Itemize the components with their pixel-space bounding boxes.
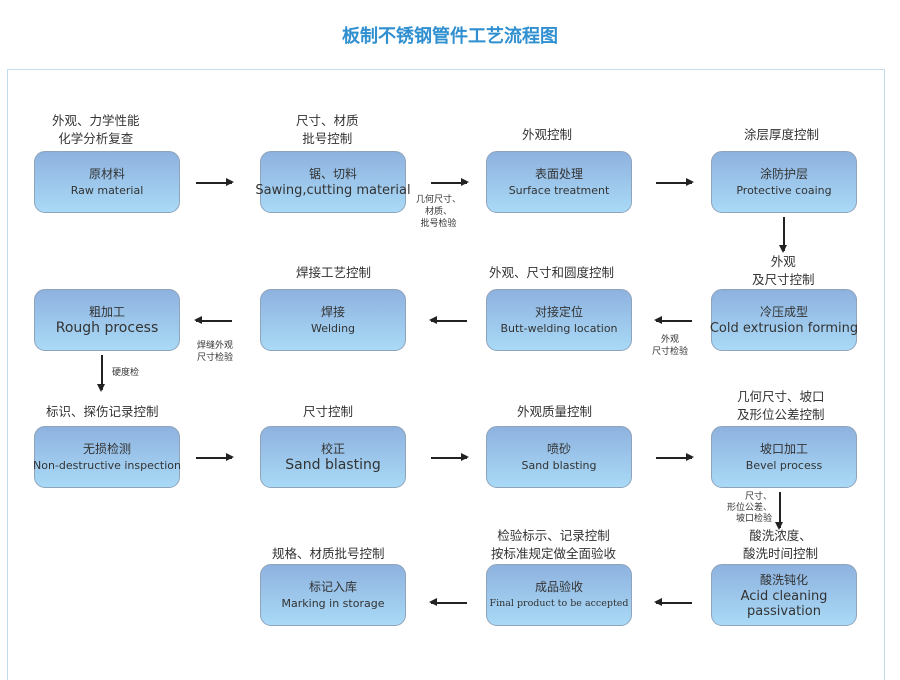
step-sawing: 锯、切料 Sawing,cutting material (255, 151, 411, 213)
step-en: Welding (310, 322, 356, 335)
step-zh: 对接定位 (534, 305, 583, 319)
arrow-right (656, 179, 694, 185)
step-en: Sand blasting (285, 457, 381, 473)
step-zh: 酸洗钝化 (759, 572, 808, 587)
control-label: 检验标示、记录控制 按标准规定做全面验收 (491, 528, 617, 561)
arrow-left (429, 317, 467, 323)
step-surface-treatment: 表面处理 Surface treatment (486, 151, 632, 213)
step-zh: 焊接 (320, 305, 345, 319)
control-label: 外观质量控制 (517, 404, 593, 419)
step-zh: 成品验收 (534, 580, 583, 594)
step-en: Butt-welding location (500, 322, 618, 335)
arrow-left (194, 317, 232, 323)
step-final-acceptance: 成品验收 Final product to be accepted (486, 564, 632, 626)
inspection-note: 尺寸、 形位公差、 坡口检验 (727, 492, 773, 524)
inspection-note: 外观 尺寸检验 (652, 335, 689, 357)
control-label: 几何尺寸、坡口 及形位公差控制 (737, 389, 825, 422)
step-zh: 冷压成型 (759, 305, 808, 319)
arrow-right (656, 454, 694, 460)
diagram-frame (7, 69, 885, 680)
arrow-right (196, 454, 234, 460)
step-zh: 表面处理 (534, 167, 583, 181)
control-label: 外观控制 (522, 127, 573, 142)
step-sand-blasting: 喷砂 Sand blasting (486, 426, 632, 488)
control-label: 标识、探伤记录控制 (46, 404, 159, 419)
step-en: Protective coaing (736, 184, 832, 197)
step-zh: 坡口加工 (759, 442, 808, 456)
control-label: 焊接工艺控制 (296, 265, 372, 280)
step-butt-welding: 对接定位 Butt-welding location (486, 289, 632, 351)
control-label: 外观、力学性能 化学分析复查 (52, 113, 140, 146)
step-en: Acid cleaning passivation (740, 588, 828, 619)
arrow-right (431, 454, 469, 460)
arrow-right (431, 179, 469, 185)
page-title: 板制不锈钢管件工艺流程图 (342, 26, 558, 47)
step-cold-extrusion: 冷压成型 Cold extrusion forming (709, 289, 859, 351)
arrow-down (98, 355, 104, 392)
control-label: 尺寸、材质 批号控制 (296, 113, 359, 146)
step-protective-coating: 涂防护层 Protective coaing (711, 151, 857, 213)
control-label: 规格、材质批号控制 (272, 546, 385, 561)
step-zh: 校正 (320, 442, 345, 456)
step-en: Raw material (70, 184, 144, 197)
step-zh: 原材料 (88, 167, 125, 181)
inspection-note: 几何尺寸、 材质、 批号检验 (416, 195, 462, 229)
step-en: Sand blasting (521, 459, 597, 472)
step-marking-storage: 标记入库 Marking in storage (260, 564, 406, 626)
arrow-down (776, 492, 782, 530)
arrow-left (654, 317, 692, 323)
step-raw-material: 原材料 Raw material (34, 151, 180, 213)
step-en: Final product to be accepted (489, 598, 629, 609)
step-bevel: 坡口加工 Bevel process (711, 426, 857, 488)
step-en: Non-destructive inspection (33, 459, 182, 472)
step-en: Cold extrusion forming (709, 321, 859, 336)
step-zh: 涂防护层 (759, 167, 808, 181)
step-zh: 锯、切料 (308, 167, 357, 181)
step-zh: 标记入库 (308, 580, 357, 594)
step-zh: 喷砂 (546, 442, 571, 456)
arrow-right (196, 179, 234, 185)
step-en: Bevel process (745, 459, 823, 472)
inspection-note: 焊缝外观 尺寸检验 (197, 341, 234, 363)
step-ndt: 无损检测 Non-destructive inspection (33, 426, 182, 488)
arrow-down (780, 217, 786, 253)
step-zh: 粗加工 (88, 305, 125, 319)
control-label: 涂层厚度控制 (744, 127, 820, 142)
control-label: 外观 及尺寸控制 (752, 254, 815, 287)
control-label: 尺寸控制 (303, 404, 354, 419)
step-en: Surface treatment (508, 184, 610, 197)
control-label: 外观、尺寸和圆度控制 (489, 265, 615, 280)
step-en: Sawing,cutting material (255, 183, 411, 198)
arrow-left (429, 599, 467, 605)
inspection-note: 硬度检 (112, 368, 140, 378)
step-welding: 焊接 Welding (260, 289, 406, 351)
step-zh: 无损检测 (82, 442, 131, 456)
step-en: Marking in storage (281, 597, 385, 610)
control-label: 酸洗浓度、 酸洗时间控制 (743, 528, 819, 561)
step-en: Rough process (55, 320, 159, 336)
arrow-left (654, 599, 692, 605)
